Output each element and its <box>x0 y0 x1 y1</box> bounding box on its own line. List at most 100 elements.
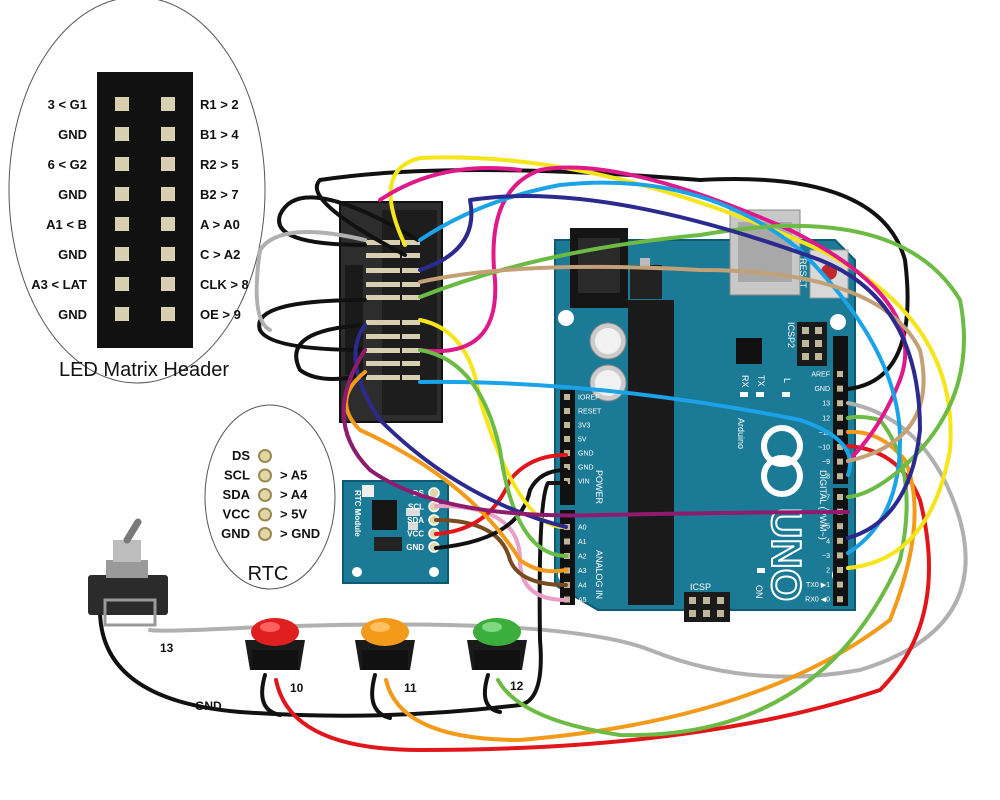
arduino-brand: Arduino <box>736 418 746 449</box>
green-push-button[interactable] <box>467 618 527 670</box>
board-pin-label: ~10 <box>818 445 830 452</box>
icsp2-header: ICSP2 <box>786 322 827 366</box>
icsp2-pin <box>815 353 822 360</box>
wire-black-top-gnd <box>314 168 910 391</box>
connector-pin <box>366 253 400 258</box>
board-pin-label: ~9 <box>822 459 830 466</box>
board-pin <box>837 371 843 377</box>
header-pad <box>161 187 175 201</box>
board-pin-label: ~3 <box>822 553 830 560</box>
board-pin-label: ~5 <box>822 524 830 531</box>
rtc-module-label: RTC Module <box>353 490 362 537</box>
board-pin <box>564 450 570 456</box>
uno-logo-text: UNO <box>763 508 810 601</box>
wire-gray-header <box>254 230 367 332</box>
connector-pin <box>402 295 420 300</box>
header-pad <box>115 277 129 291</box>
icsp2-pin <box>802 327 809 334</box>
wire-magenta-header <box>378 166 522 202</box>
header-left-label: GND <box>58 187 87 202</box>
switch-wire-label: 13 <box>160 641 174 655</box>
icsp2-label: ICSP2 <box>786 322 796 348</box>
board-pin-label: RESET <box>578 409 602 416</box>
header-pad <box>115 187 129 201</box>
header-pad <box>115 217 129 231</box>
wire-red-button-10 <box>274 444 931 752</box>
rx-label: RX <box>740 375 750 388</box>
icsp-pin <box>717 610 724 617</box>
connector-pin <box>366 375 400 380</box>
header-right-label: R2 > 5 <box>200 157 239 172</box>
board-pin <box>564 436 570 442</box>
wire-black-gnd <box>98 481 568 718</box>
board-pin-label: 8 <box>826 474 830 481</box>
header-left-label: 3 < G1 <box>48 97 87 112</box>
rtc-panel-pin <box>258 507 272 522</box>
board-pin-label: A4 <box>578 583 587 590</box>
rtc-panel-connection: > 5V <box>280 507 307 522</box>
header-pad <box>115 97 129 111</box>
wire-blue-clk-8 <box>418 379 852 477</box>
header-right-label: A > A0 <box>200 217 240 232</box>
rtc-module-pin-label: VCC <box>407 530 424 539</box>
toggle-switch[interactable] <box>88 518 168 627</box>
rtc-module-pin-label: SDA <box>407 516 424 525</box>
rtc-module-pin-label: GND <box>406 543 424 552</box>
board-pin <box>837 444 843 450</box>
rtc-panel-connection: > A4 <box>280 487 308 502</box>
board-pin-label: 12 <box>822 415 830 422</box>
wire-black-gnd-green <box>483 673 502 714</box>
icsp-header: ICSP <box>684 582 730 622</box>
wire-yellow-r1-2 <box>388 155 953 570</box>
board-pin-label: A5 <box>578 597 587 604</box>
rtc-panel-pin-label: VCC <box>223 507 251 522</box>
power-label: POWER <box>594 470 604 505</box>
wire-black-gnd-red <box>260 673 282 717</box>
board-pin <box>837 494 843 500</box>
icsp2-pin <box>802 353 809 360</box>
icsp-pin <box>689 610 696 617</box>
board-pin-label: 3V3 <box>578 423 591 430</box>
board-pin <box>564 478 570 484</box>
board-pin-label: VIN <box>578 479 590 486</box>
board-pin <box>837 385 843 392</box>
header-pad <box>161 277 175 291</box>
connector-pin <box>402 334 420 339</box>
wire-orange-lat-a3 <box>344 370 568 574</box>
header-left-label: A3 < LAT <box>31 277 87 292</box>
wires <box>98 155 968 752</box>
header-pad <box>115 307 129 321</box>
rtc-module-pin-label: SCL <box>408 503 424 512</box>
header-pad <box>161 97 175 111</box>
connector-pin <box>402 268 420 273</box>
board-pin-label: A3 <box>578 568 587 575</box>
board-pin <box>837 537 843 544</box>
red-push-button[interactable] <box>245 618 305 670</box>
wire-green-a2 <box>418 348 568 558</box>
icsp-pin <box>689 597 696 604</box>
l-label: L <box>782 378 792 383</box>
header-pad <box>161 307 175 321</box>
board-pin <box>837 567 843 573</box>
orange-push-button[interactable] <box>355 618 415 670</box>
reset-label: RESET <box>798 258 808 289</box>
connector-pin <box>402 253 420 258</box>
wire-brown-sda-a4 <box>434 518 568 587</box>
rtc-panel-pin-label: SCL <box>224 468 250 483</box>
board-pin <box>837 596 843 603</box>
led-matrix-header-title: LED Matrix Header <box>59 359 229 381</box>
digital-label: DIGITAL (PWM~) <box>818 470 828 540</box>
connector-pin <box>402 240 420 245</box>
tx-label: TX <box>756 375 766 387</box>
connector-pin <box>402 320 420 325</box>
green-button-label: 12 <box>510 679 524 693</box>
rtc-panel-pin-label: SDA <box>223 487 251 502</box>
wire-orange-button-11 <box>384 429 917 742</box>
header-left-label: GND <box>58 307 87 322</box>
board-pin-label: AREF <box>811 372 830 379</box>
icsp2-pin <box>815 327 822 334</box>
header-left-label: 6 < G2 <box>48 157 87 172</box>
